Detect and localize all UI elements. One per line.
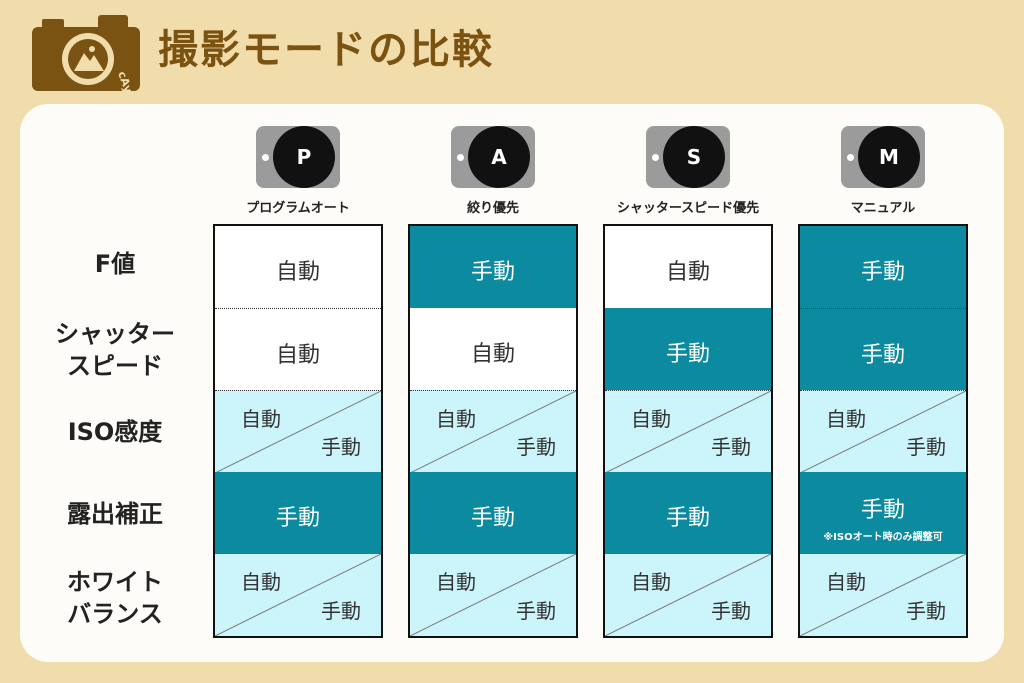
cell-shutter: 手動 bbox=[605, 308, 771, 390]
mode-letter: S bbox=[663, 126, 725, 188]
mode-letter: A bbox=[468, 126, 530, 188]
cell-exposure: 手動 bbox=[605, 472, 771, 554]
cell-iso: 自動 手動 bbox=[800, 390, 966, 473]
cell-white-balance: 自動 手動 bbox=[410, 554, 576, 636]
mode-dial-s: S bbox=[646, 126, 730, 188]
column-aperture: 手動 自動 自動 手動 手動 自動 手動 bbox=[408, 224, 578, 638]
cell-shutter: 手動 bbox=[800, 308, 966, 390]
cell-exposure: 手動 bbox=[410, 472, 576, 554]
cell-exposure: 手動 ※ISOオート時のみ調整可 bbox=[800, 472, 966, 554]
cell-exposure: 手動 bbox=[215, 472, 381, 554]
mode-dial-m: M bbox=[841, 126, 925, 188]
cell-shutter: 自動 bbox=[410, 308, 576, 390]
cell-white-balance: 自動 手動 bbox=[800, 554, 966, 636]
cell-fnumber: 自動 bbox=[215, 226, 381, 308]
mode-letter: P bbox=[273, 126, 335, 188]
cell-fnumber: 手動 bbox=[800, 226, 966, 308]
cell-iso: 自動 手動 bbox=[605, 390, 771, 473]
column-shutter-priority: 自動 手動 自動 手動 手動 自動 手動 bbox=[603, 224, 773, 638]
cell-iso: 自動 手動 bbox=[215, 390, 381, 473]
cell-white-balance: 自動 手動 bbox=[605, 554, 771, 636]
row-label-fnumber: F値 bbox=[94, 250, 136, 278]
cell-shutter: 自動 bbox=[215, 308, 381, 390]
cell-iso: 自動 手動 bbox=[410, 390, 576, 473]
page-title: 撮影モードの比較 bbox=[158, 27, 494, 73]
header: cAyon 撮影モードの比較 bbox=[0, 0, 1024, 100]
row-label-shutter-speed: シャッター スピード bbox=[55, 320, 175, 380]
mode-label-manual: マニュアル bbox=[850, 201, 916, 216]
cell-white-balance: 自動 手動 bbox=[215, 554, 381, 636]
mode-label-program: プログラムオート bbox=[246, 201, 350, 216]
mode-dial-p: P bbox=[256, 126, 340, 188]
mode-letter: M bbox=[858, 126, 920, 188]
row-label-iso: ISO感度 bbox=[67, 418, 163, 446]
row-label-exposure: 露出補正 bbox=[67, 500, 163, 528]
mode-label-aperture: 絞り優先 bbox=[466, 201, 519, 216]
row-label-white-balance: ホワイト バランス bbox=[67, 568, 163, 628]
mode-dial-a: A bbox=[451, 126, 535, 188]
column-manual: 手動 手動 自動 手動 手動 ※ISOオート時のみ調整可 自動 手動 bbox=[798, 224, 968, 638]
cell-fnumber: 手動 bbox=[410, 226, 576, 308]
cell-fnumber: 自動 bbox=[605, 226, 771, 308]
camera-logo-icon: cAyon bbox=[32, 15, 140, 91]
column-program: 自動 自動 自動 手動 手動 自動 手動 bbox=[213, 224, 383, 638]
iso-auto-note: ※ISOオート時のみ調整可 bbox=[823, 532, 943, 543]
mode-label-shutter: シャッタースピード優先 bbox=[616, 201, 760, 216]
